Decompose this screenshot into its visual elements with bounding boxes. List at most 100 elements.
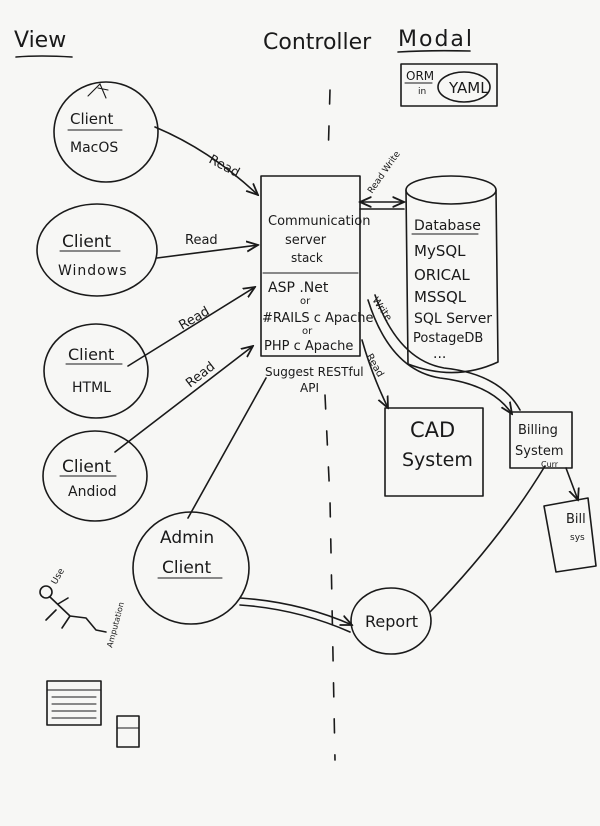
actor-amputation-label: Amputation xyxy=(105,601,126,649)
database-cylinder: Database MySQL ORICAL MSSQL SQL Server P… xyxy=(405,175,499,374)
billing-box xyxy=(509,411,573,469)
client-macos: Client MacOS xyxy=(53,81,159,183)
report-label: Report xyxy=(365,612,418,631)
database-title: Database xyxy=(414,218,481,234)
controller-header: Controller xyxy=(263,30,372,55)
client-windows: Client Windows xyxy=(36,203,158,297)
cad-subtitle: System xyxy=(402,449,473,471)
client-windows-title: Client xyxy=(62,232,112,252)
client-html-ellipse xyxy=(43,323,149,419)
android-read-arrow xyxy=(114,346,253,453)
client-html-platform: HTML xyxy=(72,380,111,396)
database-item-mysql: MySQL xyxy=(414,242,466,260)
database-item-orical: ORICAL xyxy=(414,266,470,284)
client-macos-ellipse xyxy=(53,81,159,183)
bill-sys-page xyxy=(543,497,597,573)
modal-underline xyxy=(397,49,471,53)
ui-sketch-lines xyxy=(46,689,102,719)
cad-read-label: Read xyxy=(363,352,385,379)
admin-to-server-line xyxy=(187,377,267,519)
connections xyxy=(114,126,578,633)
cad-box xyxy=(384,407,484,497)
server-title-2: server xyxy=(285,233,327,248)
orm-in-label: in xyxy=(418,87,426,97)
controller-divider xyxy=(324,89,336,761)
cad-title: CAD xyxy=(410,418,455,442)
client-windows-platform: Windows xyxy=(58,263,128,279)
actor-use-label: Use xyxy=(50,567,67,587)
server-note-2: API xyxy=(300,381,319,395)
client-android-platform: Andiod xyxy=(68,484,117,500)
billing-note: Curr xyxy=(541,460,559,469)
report-ellipse xyxy=(350,587,432,655)
admin-client-ellipse xyxy=(132,511,250,625)
communication-server: Communication server stack ASP .Net or #… xyxy=(260,175,374,395)
client-macos-title: Client xyxy=(70,110,114,128)
admin-to-report-arrow xyxy=(239,597,352,625)
admin-client-title: Admin xyxy=(160,528,214,548)
server-option-rails: #RAILS c Apache xyxy=(262,311,374,326)
yaml-ellipse xyxy=(437,71,491,103)
database-top xyxy=(405,175,497,205)
bill-sys-title: Bill xyxy=(566,512,586,527)
macos-read-arrow xyxy=(154,126,258,195)
report: Report xyxy=(350,587,432,655)
bill-sys: Bill sys xyxy=(543,497,597,573)
read-write-label: Read Write xyxy=(366,149,403,195)
admin-client: Admin Client xyxy=(132,511,250,625)
admin-client-subtitle: Client xyxy=(162,558,212,578)
controller-header-text: Controller xyxy=(263,30,372,55)
server-or-2: or xyxy=(302,326,313,337)
server-option-php: PHP c Apache xyxy=(264,339,353,354)
client-macos-mark xyxy=(87,83,109,99)
orm-box-outline xyxy=(400,63,498,107)
billing-to-bill-arrow xyxy=(565,467,578,500)
modal-header-text: Modal xyxy=(398,27,474,52)
windows-read-label: Read xyxy=(185,233,218,248)
database-item-mssql: MSSQL xyxy=(414,288,467,306)
view-header-text: View xyxy=(14,28,66,53)
database-item-sqlserver: SQL Server xyxy=(414,311,492,327)
server-or-1: or xyxy=(300,296,311,307)
server-to-billing-arrow-b xyxy=(374,294,521,411)
orm-label: ORM xyxy=(406,69,434,83)
database-body xyxy=(405,189,499,374)
admin-to-report-arrow-b xyxy=(239,604,351,633)
client-windows-ellipse xyxy=(36,203,158,297)
actor-body xyxy=(45,596,107,633)
client-macos-platform: MacOS xyxy=(70,140,118,156)
server-note-1: Suggest RESTful xyxy=(265,365,364,379)
server-box xyxy=(260,175,361,357)
billing-to-report-line xyxy=(429,465,546,613)
view-header: View xyxy=(14,28,73,58)
windows-read-arrow xyxy=(156,245,258,259)
html-read-arrow xyxy=(127,287,255,367)
ui-sketch-small xyxy=(116,715,140,748)
ui-sketch-small-frame xyxy=(116,715,140,748)
modal-header: Modal xyxy=(397,27,474,53)
client-android-ellipse xyxy=(42,430,148,522)
server-option-asp: ASP .Net xyxy=(268,280,329,296)
bill-sys-subtitle: sys xyxy=(570,533,585,543)
server-to-cad-arrow xyxy=(361,339,388,408)
server-title-1: Communication xyxy=(268,214,370,229)
server-to-billing-arrow-a xyxy=(367,299,512,414)
ui-sketch-page xyxy=(46,680,102,726)
html-read-label: Read xyxy=(177,304,213,333)
database-item-postagedb: PostageDB xyxy=(413,331,483,346)
billing-system: Billing System Curr xyxy=(509,411,573,469)
yaml-label: YAML xyxy=(448,79,489,97)
actor-head xyxy=(39,585,53,599)
client-android-title: Client xyxy=(62,457,112,477)
client-html: Client HTML xyxy=(43,323,149,419)
billing-subtitle: System xyxy=(515,444,563,459)
client-android: Client Andiod xyxy=(42,430,148,522)
billing-title: Billing xyxy=(518,423,558,438)
database-item-more: ... xyxy=(433,346,446,362)
macos-read-label: Read xyxy=(206,152,242,181)
view-underline xyxy=(15,55,73,58)
server-title-3: stack xyxy=(291,251,323,265)
orm-yaml-box: ORM in YAML xyxy=(400,63,498,107)
ui-sketch-frame xyxy=(46,680,102,726)
